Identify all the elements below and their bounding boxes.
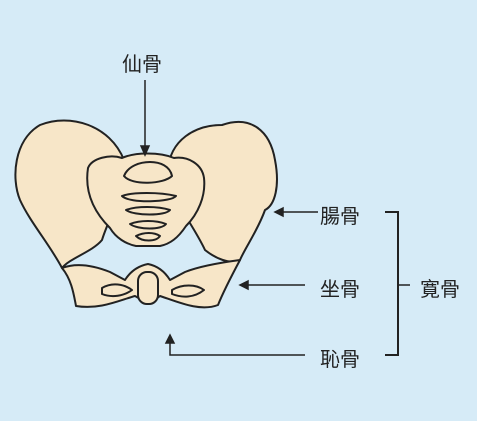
left-ilium: [14, 119, 126, 269]
sacral-segment-2: [125, 206, 171, 216]
pubis-arrowhead: [164, 333, 176, 344]
ilium-arrowhead: [273, 206, 284, 218]
ilium-label: 腸骨: [320, 204, 360, 228]
sacrum-label: 仙骨: [122, 52, 162, 76]
pubis-arrow-line: [169, 340, 305, 356]
sacral-segment-4: [135, 232, 161, 242]
right-obturator-foramen: [171, 284, 205, 298]
ischium-arrowhead: [238, 279, 249, 291]
sacral-segment-1: [121, 192, 177, 203]
pubic-symphysis: [137, 271, 159, 305]
pubis-label: 恥骨: [320, 347, 360, 371]
sacrum-arrowhead: [139, 145, 151, 157]
hip-bone-bracket: [385, 211, 399, 356]
sacral-segment-3: [129, 220, 167, 230]
ischium-label: 坐骨: [320, 277, 360, 301]
left-obturator-foramen: [101, 283, 133, 298]
sacral-base: [123, 161, 173, 184]
hip-bone-label: 寛骨: [420, 277, 460, 301]
